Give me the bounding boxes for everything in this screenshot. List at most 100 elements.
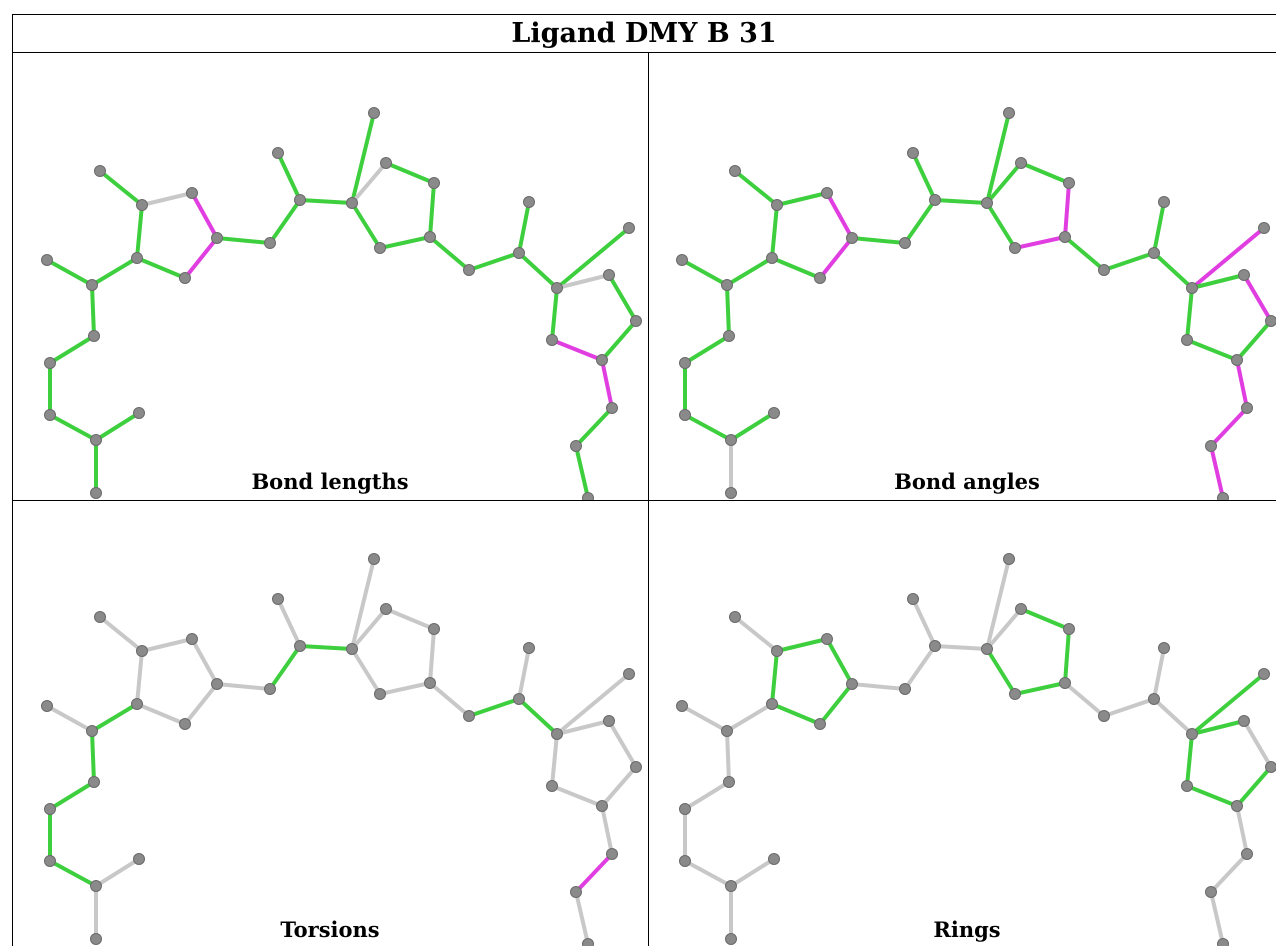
bond-7 (47, 706, 92, 731)
panel-bond-angles: Bond angles (649, 53, 1276, 500)
bond-4 (772, 258, 820, 278)
atom-8 (89, 777, 100, 788)
atom-26 (1187, 729, 1198, 740)
atom-27 (624, 223, 635, 234)
atom-32 (607, 403, 618, 414)
atom-3 (212, 679, 223, 690)
atom-5 (132, 253, 143, 264)
atom-11 (91, 435, 102, 446)
atom-27 (1259, 223, 1270, 234)
bond-20 (386, 163, 434, 183)
bond-20 (1021, 609, 1069, 629)
atom-21 (425, 232, 436, 243)
caption-bond-lengths: Bond lengths (12, 469, 648, 494)
bond-3 (185, 238, 217, 278)
atom-15 (930, 195, 941, 206)
bond-12 (731, 413, 774, 440)
bond-16 (278, 153, 300, 200)
bond-23 (987, 649, 1015, 694)
atom-9 (680, 358, 691, 369)
bond-31 (1237, 321, 1271, 360)
atom-32 (1242, 849, 1253, 860)
bond-26 (1154, 648, 1164, 699)
bond-15 (905, 646, 935, 689)
bond-30 (609, 275, 636, 321)
bond-2 (827, 193, 852, 238)
bond-15 (905, 200, 935, 243)
atom-4 (815, 273, 826, 284)
atom-33 (571, 441, 582, 452)
bond-20 (1021, 163, 1069, 183)
atom-1 (772, 200, 783, 211)
atom-17 (347, 644, 358, 655)
atom-8 (724, 777, 735, 788)
bond-0 (735, 617, 777, 651)
atom-28 (604, 270, 615, 281)
atom-22 (1010, 243, 1021, 254)
bond-24 (1065, 237, 1104, 270)
atom-7 (722, 726, 733, 737)
bond-6 (92, 704, 137, 731)
atom-4 (815, 719, 826, 730)
bond-23 (352, 649, 380, 694)
bond-17 (300, 200, 352, 203)
bond-17 (300, 646, 352, 649)
bond-32 (552, 340, 602, 360)
atom-23 (464, 711, 475, 722)
bond-27 (519, 699, 557, 734)
panel-torsions: Torsions (12, 501, 648, 948)
bond-2 (192, 193, 217, 238)
bond-11 (685, 861, 731, 886)
bond-15 (270, 646, 300, 689)
bond-3 (820, 684, 852, 724)
atom-5 (767, 253, 778, 264)
atom-24 (1149, 248, 1160, 259)
atom-30 (597, 355, 608, 366)
atom-11 (726, 881, 737, 892)
atom-23 (1099, 265, 1110, 276)
atom-25 (1159, 197, 1170, 208)
atom-3 (847, 679, 858, 690)
atom-4 (180, 719, 191, 730)
atom-29 (631, 316, 642, 327)
atom-15 (295, 641, 306, 652)
bond-9 (685, 336, 729, 363)
atom-21 (1060, 232, 1071, 243)
bond-5 (772, 205, 777, 258)
bond-30 (1244, 721, 1271, 767)
atom-14 (900, 684, 911, 695)
bond-25 (1104, 699, 1154, 716)
atom-2 (822, 634, 833, 645)
atom-15 (930, 641, 941, 652)
atom-29 (631, 762, 642, 773)
bond-21 (430, 629, 434, 683)
bond-6 (727, 258, 772, 285)
atom-10 (45, 856, 56, 867)
caption-bond-angles: Bond angles (649, 469, 1276, 494)
bond-24 (430, 237, 469, 270)
bond-34 (1237, 360, 1247, 408)
panel-rings: Rings (649, 501, 1276, 948)
atom-10 (680, 856, 691, 867)
molecule-diagram-bond-angles (649, 53, 1276, 500)
atom-0 (730, 612, 741, 623)
bond-27 (519, 253, 557, 288)
atom-9 (680, 804, 691, 815)
atom-26 (552, 729, 563, 740)
atom-30 (1232, 355, 1243, 366)
bond-17 (935, 646, 987, 649)
atom-1 (137, 646, 148, 657)
atom-6 (42, 255, 53, 266)
atom-10 (45, 410, 56, 421)
atom-18 (1004, 108, 1015, 119)
atom-25 (524, 643, 535, 654)
atom-27 (624, 669, 635, 680)
atom-33 (1206, 441, 1217, 452)
atom-20 (429, 624, 440, 635)
bond-12 (96, 859, 139, 886)
bond-34 (1237, 806, 1247, 854)
bond-30 (1244, 275, 1271, 321)
bond-22 (1015, 237, 1065, 248)
atom-18 (369, 554, 380, 565)
atom-16 (908, 148, 919, 159)
